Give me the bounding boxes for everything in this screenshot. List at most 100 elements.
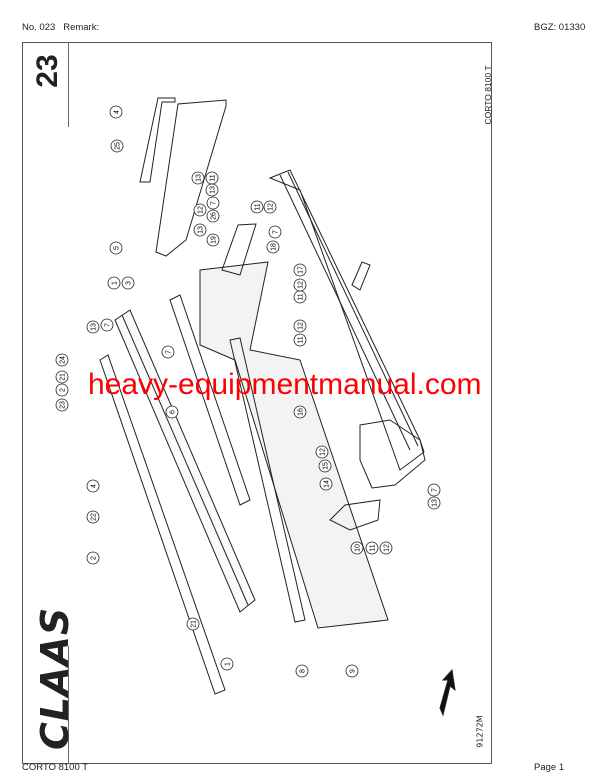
callout-13: 13 [427, 496, 441, 510]
callout-6: 6 [165, 405, 179, 419]
callout-label: 12 [384, 544, 391, 552]
callout-label: 11 [298, 336, 305, 343]
callout-4: 4 [86, 479, 100, 493]
callout-10: 10 [350, 541, 364, 555]
part-rail-lower [99, 354, 226, 695]
callout-1: 1 [220, 657, 234, 671]
callout-12: 12 [315, 445, 329, 459]
callout-circle [250, 200, 264, 214]
callout-label: 12 [298, 322, 305, 330]
remark-label: Remark: [63, 22, 100, 33]
callout-label: 3 [126, 281, 133, 285]
callout-label: 16 [298, 408, 305, 416]
callout-circle [293, 290, 307, 304]
callout-circle [86, 551, 100, 565]
callout-23: 23 [55, 398, 69, 412]
callout-label: 4 [114, 110, 121, 114]
callout-3: 3 [121, 276, 135, 290]
callout-circle [186, 617, 200, 631]
callout-5: 5 [109, 241, 123, 255]
callout-circle [266, 240, 280, 254]
callout-18: 18 [266, 240, 280, 254]
callout-7: 7 [161, 345, 175, 359]
callout-label: 13 [91, 323, 98, 331]
callout-label: 11 [210, 174, 217, 181]
header-left: No. 023 Remark: [22, 22, 99, 33]
callout-7: 7 [427, 483, 441, 497]
bgz-code: BGZ: 01330 [534, 22, 586, 33]
callout-label: 7 [273, 230, 280, 234]
callout-circle [55, 353, 69, 367]
callout-label: 25 [115, 142, 122, 150]
callout-14: 14 [319, 477, 333, 491]
part-strip-8 [229, 337, 306, 623]
drawing-frame [22, 42, 492, 764]
callout-circle [109, 105, 123, 119]
callout-13: 13 [193, 223, 207, 237]
callout-circle [293, 333, 307, 347]
part-bracket-19 [221, 223, 257, 276]
callout-circle [379, 541, 393, 555]
callout-circle [86, 320, 100, 334]
callout-1: 1 [107, 276, 121, 290]
callout-circle [55, 398, 69, 412]
callout-label: 14 [324, 480, 331, 488]
callout-circle [165, 405, 179, 419]
callout-26: 26 [206, 209, 220, 223]
callout-13: 13 [86, 320, 100, 334]
callout-21: 21 [186, 617, 200, 631]
callout-12: 12 [263, 200, 277, 214]
callout-7: 7 [206, 196, 220, 210]
callout-13: 13 [191, 171, 205, 185]
callout-label: 4 [91, 484, 98, 488]
part-bracket-14 [329, 499, 381, 531]
part-bracket-25 [139, 97, 176, 183]
callout-21: 21 [55, 370, 69, 384]
callout-15: 15 [318, 459, 332, 473]
callout-circle [293, 319, 307, 333]
callout-17: 17 [293, 263, 307, 277]
part-pivot-pin [351, 261, 371, 291]
direction-arrow-icon [439, 668, 456, 717]
callout-label: 1 [112, 281, 119, 285]
callout-label: 21 [60, 373, 67, 381]
callout-circle [318, 459, 332, 473]
callout-label: 13 [196, 174, 203, 182]
callout-11: 11 [250, 200, 264, 214]
callout-4: 4 [109, 105, 123, 119]
callout-circle [319, 477, 333, 491]
callout-label: 24 [60, 356, 67, 364]
footer-model: CORTO 8100 T [22, 762, 89, 773]
callout-2: 2 [55, 383, 69, 397]
callout-circle [293, 405, 307, 419]
callout-circle [121, 276, 135, 290]
callout-circle [191, 171, 205, 185]
callout-label: 22 [91, 513, 98, 521]
callout-label: 8 [300, 669, 307, 673]
part-outlines [99, 97, 456, 717]
callout-label: 2 [91, 556, 98, 560]
part-main-beam [268, 169, 425, 471]
callout-16: 16 [293, 405, 307, 419]
divider-bottom [68, 646, 69, 764]
callout-label: 26 [211, 212, 218, 220]
footer-page: Page 1 [534, 762, 565, 773]
callout-circle [205, 183, 219, 197]
callout-19: 19 [206, 233, 220, 247]
callout-label: 11 [298, 293, 305, 300]
callout-label: 7 [432, 488, 439, 492]
callout-label: 13 [210, 186, 217, 194]
callout-circle [161, 345, 175, 359]
part-channel [169, 294, 251, 506]
callout-11: 11 [205, 171, 219, 185]
callout-label: 11 [255, 203, 262, 210]
callout-label: 18 [271, 243, 278, 251]
callout-circle [206, 209, 220, 223]
callout-circle [350, 541, 364, 555]
part-beam-foot [359, 419, 426, 489]
callout-circle [110, 139, 124, 153]
callout-7: 7 [268, 225, 282, 239]
callout-label: 12 [198, 206, 205, 214]
callout-label: 13 [432, 499, 439, 507]
